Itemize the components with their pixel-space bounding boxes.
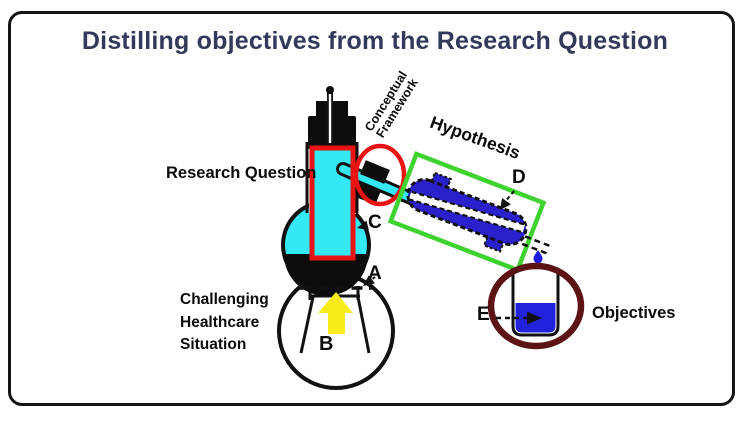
slide-title: Distilling objectives from the Research … — [81, 27, 669, 55]
condenser-inner-tube-edge-upper — [411, 190, 526, 226]
marker-e: E — [477, 304, 490, 325]
condenser-inner-tube — [409, 191, 525, 233]
slide-border-frame — [8, 11, 735, 406]
arrow-c-head — [357, 220, 369, 231]
hypothesis-green-box — [387, 151, 547, 273]
heat-arrow — [318, 292, 353, 334]
thermometer-bulb — [326, 86, 334, 94]
situation-line1: Challenging — [180, 291, 269, 308]
objectives-label: Objectives — [592, 304, 676, 322]
research-question-label: Research Question — [166, 164, 317, 182]
arrow-a-line — [369, 276, 376, 282]
condenser-group — [387, 151, 551, 273]
arrow-e-head — [527, 311, 542, 325]
objectives-maroon-ring — [487, 262, 585, 350]
situation-line2: Healthcare — [180, 313, 260, 331]
arrow-d-line — [504, 190, 515, 203]
situation-line3: Situation — [180, 336, 247, 353]
stand-left-leg — [299, 296, 315, 354]
flask-liquid-column — [313, 146, 352, 256]
arrow-a-head — [363, 275, 375, 286]
flask-dark-residue — [284, 254, 368, 296]
marker-d: D — [512, 167, 526, 188]
joint-clamp-upper — [360, 160, 390, 184]
stand-right-leg — [356, 296, 371, 354]
droplet-upper — [533, 250, 543, 264]
conceptual-framework-red-ellipse — [353, 143, 407, 207]
condenser-inner-tube-edge-lower — [408, 198, 523, 234]
marker-c: C — [368, 212, 382, 233]
challenging-situation-label: Challenging Healthcare Situation — [180, 289, 269, 357]
marker-b: B — [319, 333, 334, 355]
condenser-bottom-port — [482, 234, 505, 253]
marker-a: A — [368, 263, 382, 284]
condenser-outlet-dash-upper — [524, 235, 551, 248]
arrow-d-head — [500, 198, 511, 210]
research-question-red-box — [309, 145, 356, 261]
condenser-outlet-dash-lower — [521, 242, 548, 255]
